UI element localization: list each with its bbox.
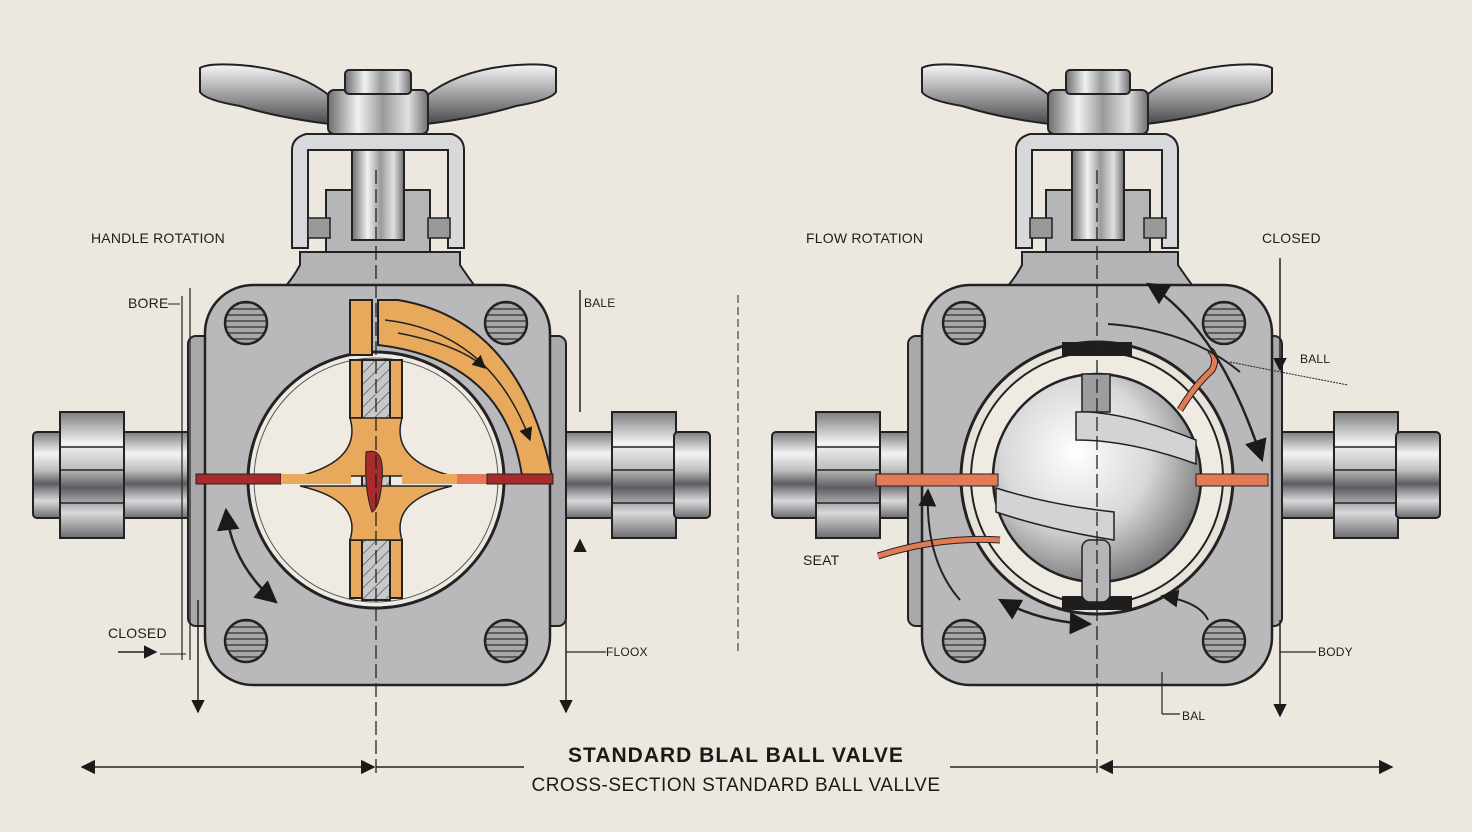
label-handle-rotation: HANDLE ROTATION — [91, 230, 225, 246]
label-flow: FLOOX — [606, 645, 648, 659]
left-valve — [32, 63, 739, 775]
left-valve-inlet-fitting — [32, 411, 195, 539]
label-body: BODY — [1318, 645, 1353, 659]
label-ball-top: BALE — [584, 296, 616, 310]
label-closed-left: CLOSED — [108, 625, 167, 641]
label-closed-right: CLOSED — [1262, 230, 1321, 246]
label-ball: BALL — [1300, 352, 1331, 366]
right-valve-outlet-fitting — [1269, 411, 1441, 539]
diagram-title: STANDARD BLAL BALL VALVE — [568, 744, 904, 767]
label-flow-rotation: FLOW ROTATION — [806, 230, 924, 246]
right-valve-inlet-fitting — [771, 411, 917, 539]
diagram-subtitle: CROSS-SECTION STANDARD BALL VALLVE — [531, 775, 941, 796]
label-ball-bottom: BAL — [1182, 709, 1206, 723]
left-valve-outlet-fitting — [555, 411, 711, 539]
right-valve — [771, 63, 1441, 775]
label-bore: BORE — [128, 295, 169, 311]
label-seat: SEAT — [803, 552, 840, 568]
